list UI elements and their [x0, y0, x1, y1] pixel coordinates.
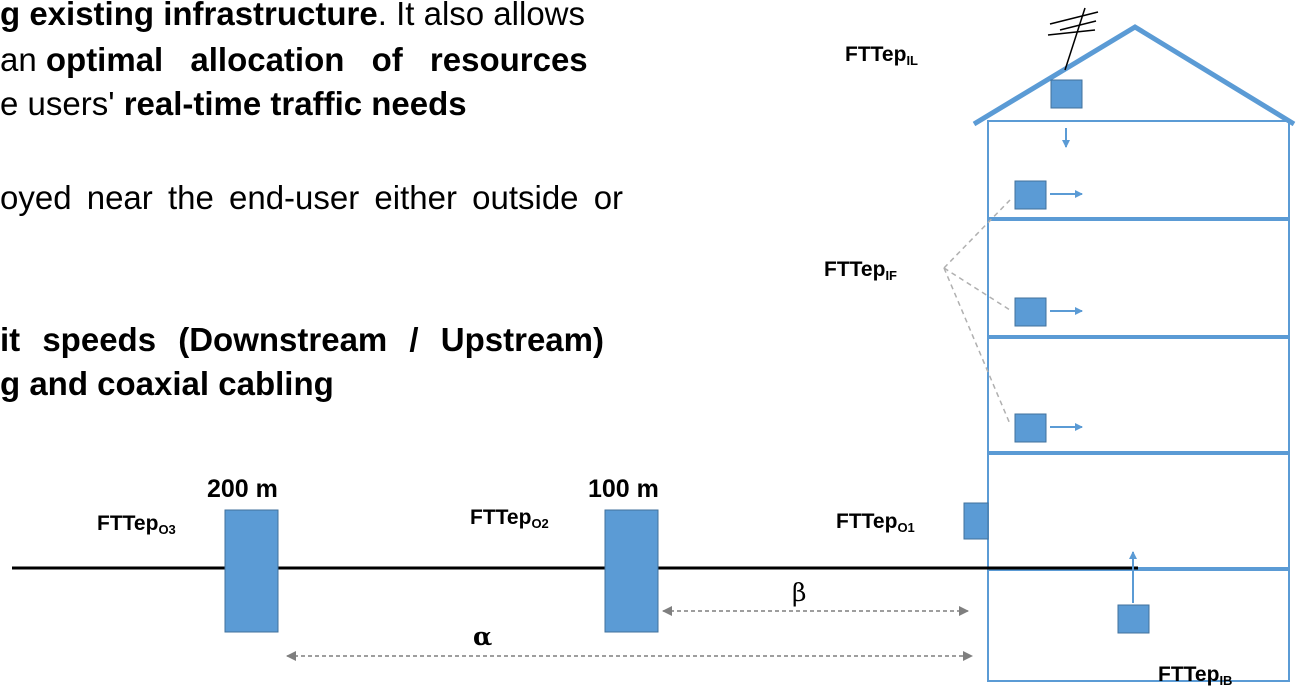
text-line-4-normal: oyed near the end-user either outside or	[0, 179, 624, 216]
device-o3	[224, 509, 279, 633]
text-line-5-bold: it speeds (Downstream / Upstream)	[0, 321, 604, 358]
label-fttep-o3: FTTepO3	[97, 512, 176, 537]
label-fttep-o2: FTTepO2	[470, 506, 549, 531]
text-line-2: an optimal allocation of resources	[0, 40, 770, 80]
label-fttep-o1-main: FTTep	[836, 510, 898, 533]
label-fttep-o2-sub: O2	[531, 516, 549, 531]
label-fttep-il-main: FTTep	[845, 43, 907, 66]
building-roof	[972, 24, 1296, 127]
label-fttep-o1: FTTepO1	[836, 510, 915, 535]
text-line-3-normal: e users'	[0, 85, 124, 122]
text-line-1-bold: g existing infrastructure	[0, 0, 378, 32]
text-line-2-normal: an	[0, 41, 46, 78]
text-line-3: e users' real-time traffic needs	[0, 84, 467, 124]
device-ib	[1117, 604, 1150, 634]
if-leader-lines	[943, 199, 1011, 425]
label-fttep-il-sub: IL	[906, 53, 918, 68]
label-fttep-ib: FTTepIB	[1158, 663, 1232, 688]
device-if-1	[1014, 180, 1047, 210]
label-fttep-if-sub: IF	[885, 268, 897, 283]
label-fttep-o2-main: FTTep	[470, 506, 532, 529]
label-fttep-if: FTTepIF	[824, 258, 897, 283]
distance-100m: 100 m	[588, 475, 659, 503]
text-line-6-bold: g and coaxial cabling	[0, 365, 334, 402]
label-fttep-o3-main: FTTep	[97, 512, 159, 535]
text-line-2-bold: optimal allocation of resources	[45, 41, 588, 78]
label-fttep-il: FTTepIL	[845, 43, 918, 68]
label-fttep-o3-sub: O3	[158, 522, 176, 537]
label-fttep-ib-main: FTTep	[1158, 663, 1220, 686]
device-o2	[604, 509, 659, 633]
text-line-5: it speeds (Downstream / Upstream)	[0, 320, 604, 360]
device-il	[1050, 79, 1083, 109]
label-fttep-o1-sub: O1	[897, 520, 915, 535]
text-line-3-bold: real-time traffic needs	[123, 85, 467, 122]
label-fttep-ib-sub: IB	[1219, 673, 1233, 688]
beta-label: β	[792, 578, 807, 607]
text-line-4: oyed near the end-user either outside or	[0, 178, 623, 218]
text-line-1-normal: . It also allows	[377, 0, 585, 32]
label-fttep-if-main: FTTep	[824, 258, 886, 281]
distance-200m: 200 m	[207, 475, 278, 503]
device-if-3	[1014, 413, 1047, 443]
device-if-2	[1014, 297, 1047, 327]
antenna-icon	[1047, 7, 1099, 71]
device-o1	[963, 502, 989, 540]
text-line-6: g and coaxial cabling	[0, 364, 334, 404]
alpha-label: α	[473, 622, 493, 651]
text-line-1: g existing infrastructure. It also allow…	[0, 0, 585, 34]
building-walls	[987, 120, 1290, 682]
